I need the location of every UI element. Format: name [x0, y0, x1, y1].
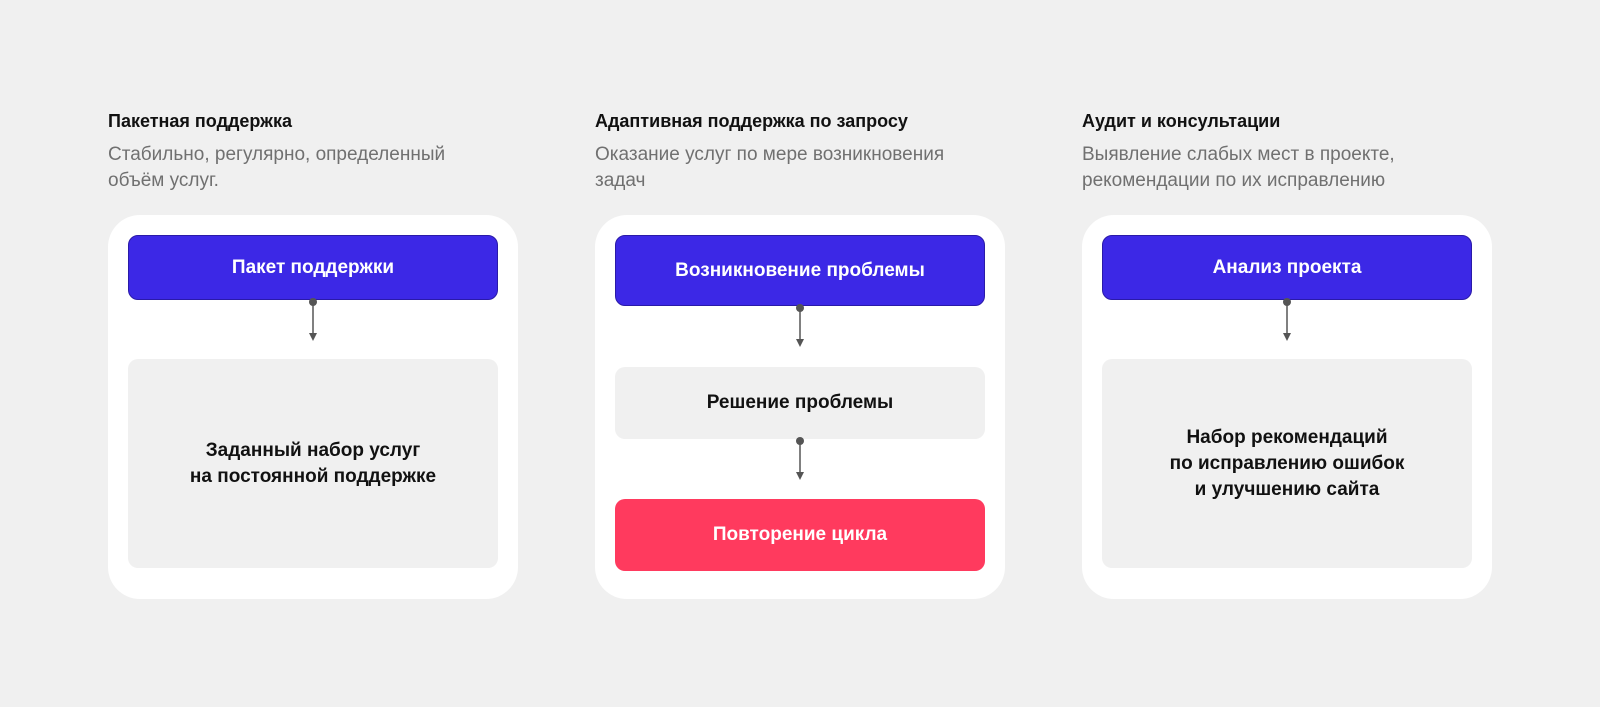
column-adaptive-support: Адаптивная поддержка по запросу Оказание…: [595, 108, 1005, 599]
column-description: Оказание услуг по мере возникновения зад…: [595, 144, 945, 191]
flow-card: Возникновение проблемы Решение проблемы …: [595, 215, 1005, 599]
flow-card: Анализ проекта Набор рекомендаций по исп…: [1082, 215, 1492, 599]
flow-arrow: [795, 303, 805, 349]
step-problem-occurs: Возникновение проблемы: [615, 235, 985, 306]
flow-arrow: [308, 297, 318, 343]
flow-arrow: [1282, 297, 1292, 343]
step-recommendations: Набор рекомендаций по исправлению ошибок…: [1102, 359, 1472, 568]
column-package-support: Пакетная поддержка Стабильно, регулярно,…: [108, 108, 518, 599]
step-package-support: Пакет поддержки: [128, 235, 498, 300]
column-description: Стабильно, регулярно, определенный объём…: [108, 144, 446, 191]
step-cycle-repeat: Повторение цикла: [615, 499, 985, 571]
flow-arrow: [795, 436, 805, 482]
step-problem-solving: Решение проблемы: [615, 367, 985, 439]
step-project-analysis: Анализ проекта: [1102, 235, 1472, 300]
flow-card: Пакет поддержки Заданный набор услуг на …: [108, 215, 518, 599]
column-title: Аудит и консультации: [1082, 111, 1281, 131]
column-title: Адаптивная поддержка по запросу: [595, 111, 908, 131]
step-service-set: Заданный набор услуг на постоянной подде…: [128, 359, 498, 568]
column-title: Пакетная поддержка: [108, 111, 292, 131]
column-description: Выявление слабых мест в проекте, рекомен…: [1082, 144, 1395, 191]
column-audit-consulting: Аудит и консультации Выявление слабых ме…: [1082, 108, 1492, 599]
